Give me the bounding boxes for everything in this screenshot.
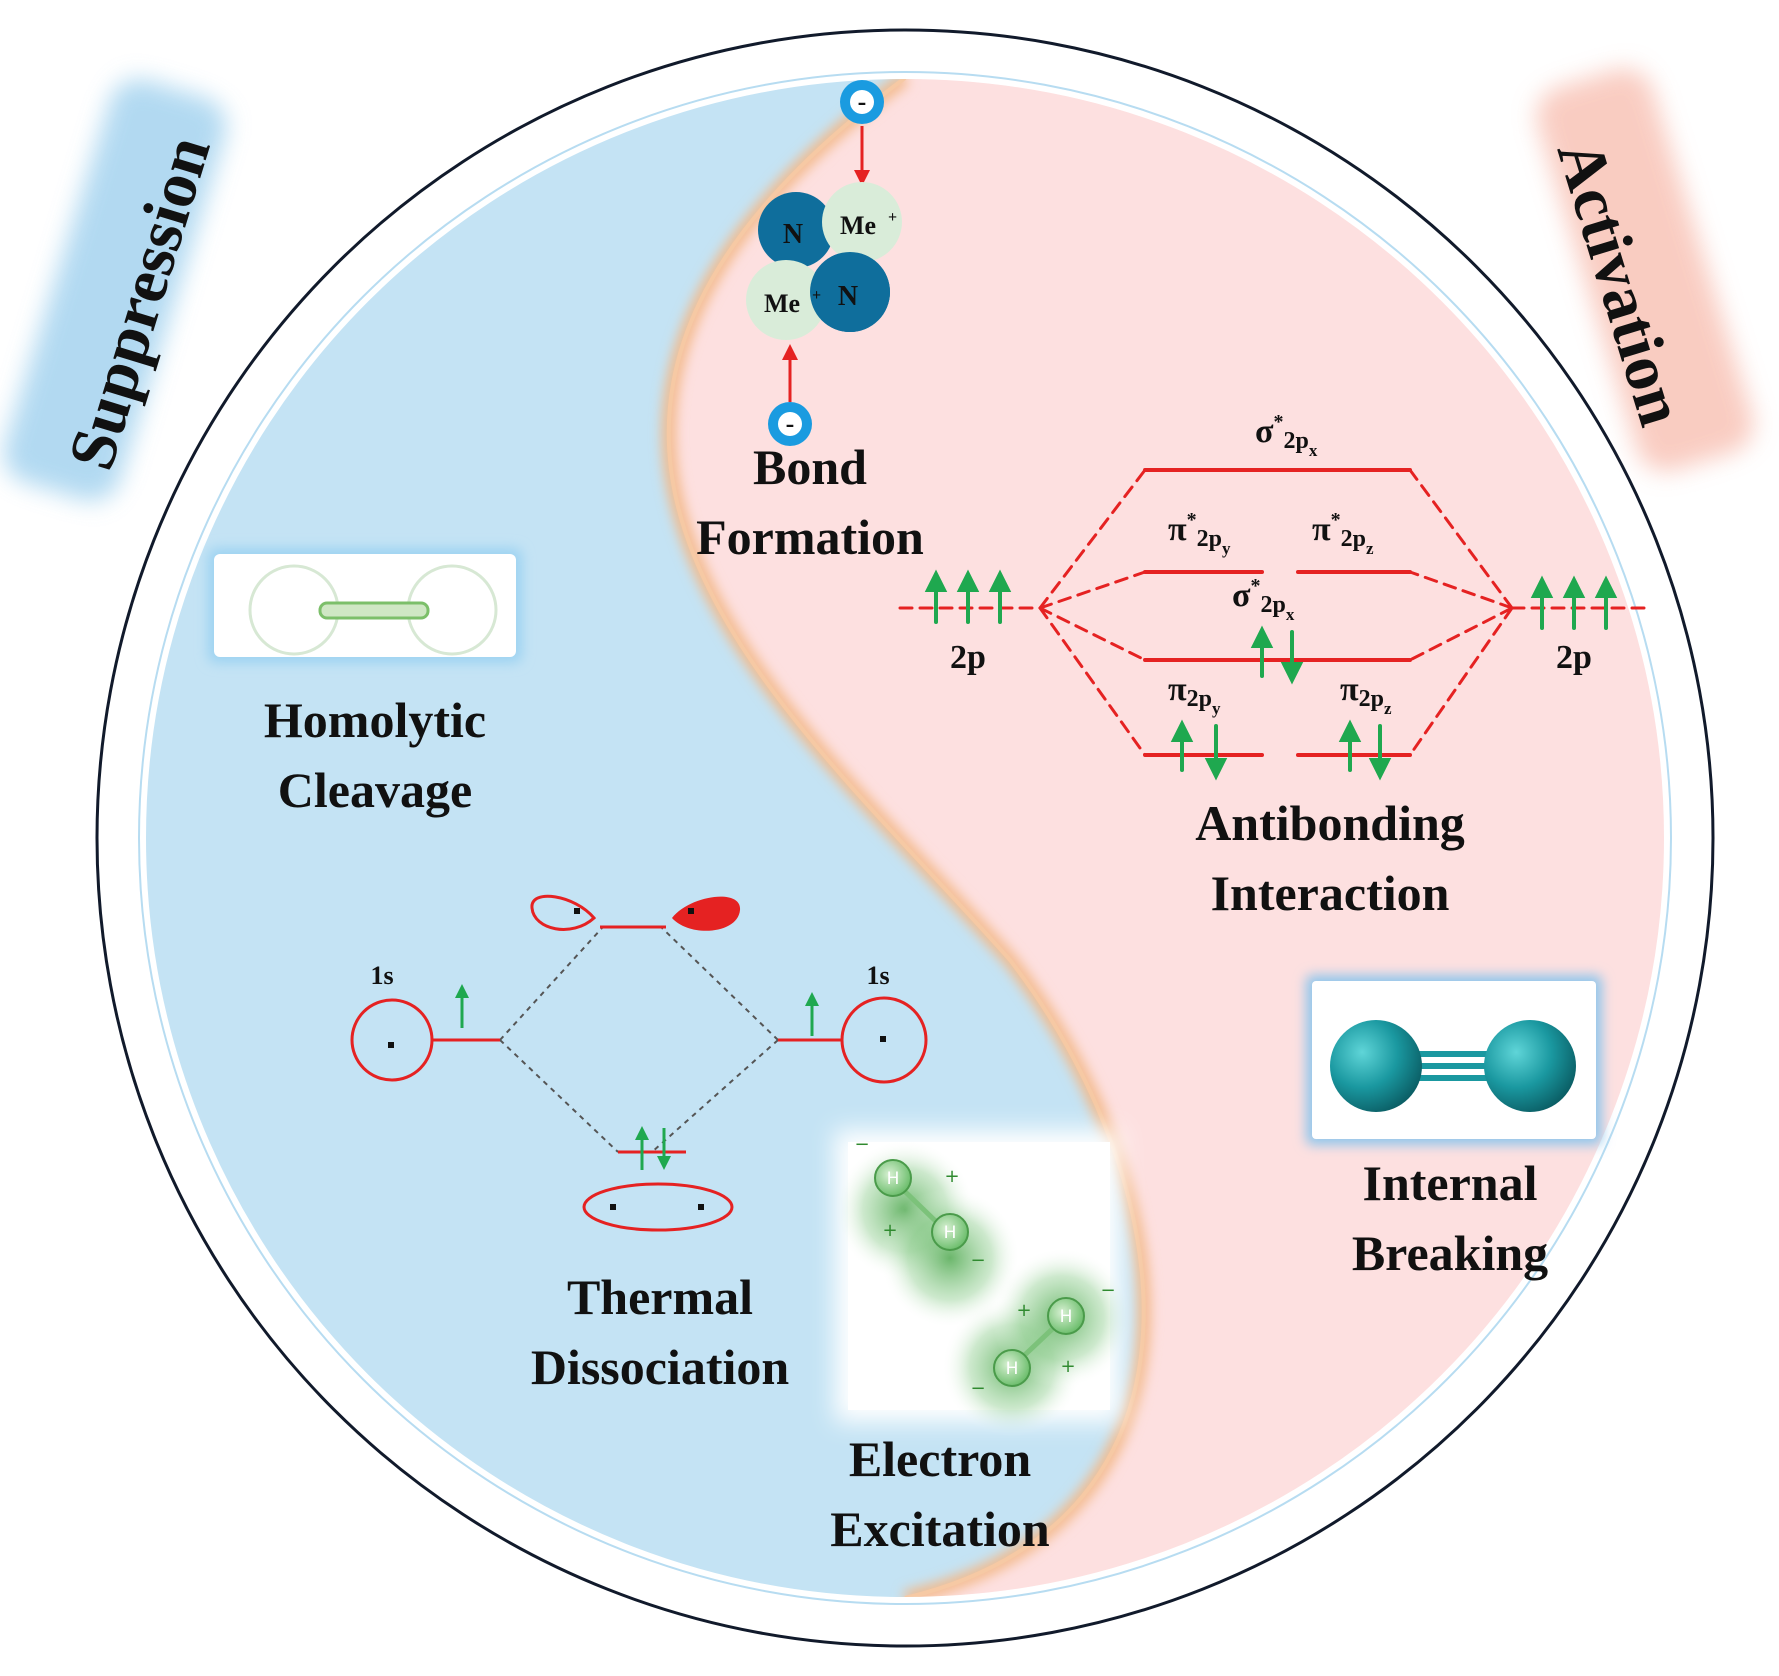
svg-text:H: H (1060, 1307, 1073, 1327)
svg-text:−: − (854, 1134, 869, 1155)
svg-text:N: N (838, 281, 858, 312)
svg-text:−: − (970, 1378, 985, 1399)
metal-ion-2 (746, 260, 826, 340)
homolytic-cleavage-label: Homolytic Cleavage (263, 692, 487, 818)
svg-text:2p: 2p (1556, 639, 1592, 676)
label-sigma-star: σ*2px (1255, 411, 1318, 460)
svg-text:+: + (888, 209, 897, 226)
activation-glow (1536, 68, 1754, 472)
svg-text:π2pz: π2pz (1340, 671, 1392, 718)
svg-text:π2py: π2py (1168, 671, 1221, 718)
label-pi-z: π2pz (1340, 671, 1392, 718)
activation-region (668, 78, 1665, 1598)
suppression-glow (3, 79, 227, 501)
svg-text:H: H (887, 1169, 900, 1189)
svg-text:H: H (944, 1223, 957, 1243)
svg-text:-: - (858, 87, 867, 116)
svg-text:+: + (1016, 1300, 1031, 1321)
svg-text:−: − (1100, 1280, 1115, 1301)
thermal-dissociation-label: Thermal Dissociation (530, 1269, 790, 1395)
n2-mo-diagram: 2p 2p σ*2px π*2py π*2pz σ*2px π2py π2pz (898, 411, 1652, 781)
atom-right (1484, 1020, 1576, 1112)
bond-formation-label: Bond Formation (696, 439, 924, 565)
metal-ion-1 (822, 182, 902, 262)
svg-text:1s: 1s (866, 961, 889, 990)
h2-mo-diagram: 1s 1s (350, 894, 928, 1232)
nitrogen-atom-1 (758, 192, 834, 268)
svg-text:π*2py: π*2py (1168, 509, 1231, 558)
electron-excitation-label: Electron Excitation (830, 1431, 1050, 1557)
svg-text:H: H (1006, 1359, 1019, 1379)
svg-text:−: − (970, 1250, 985, 1271)
internal-breaking-label: Internal Breaking (1351, 1155, 1549, 1281)
svg-text:Me: Me (840, 211, 876, 240)
antibonding-interaction-label: Antibonding Interaction (1195, 795, 1465, 921)
bond-formation-molecule: - N N Me + Me + - (746, 80, 902, 446)
electron-excitation-image: H H H H − + + − − + + − (835, 1130, 1132, 1437)
svg-text:Me: Me (764, 289, 800, 318)
label-pi-star-y: π*2py (1168, 509, 1231, 558)
homolytic-cleavage-image (208, 548, 522, 663)
svg-text:+: + (812, 287, 821, 304)
svg-text:+: + (1060, 1356, 1075, 1377)
svg-text:-: - (786, 409, 795, 438)
svg-text:+: + (944, 1166, 959, 1187)
svg-text:σ*2px: σ*2px (1232, 575, 1295, 624)
svg-text:+: + (882, 1220, 897, 1241)
svg-text:σ*2px: σ*2px (1255, 411, 1318, 460)
label-sigma: σ*2px (1232, 575, 1295, 624)
electron-arrows (924, 569, 1618, 781)
atom-left (1330, 1020, 1422, 1112)
label-pi-star-z: π*2pz (1312, 509, 1374, 558)
label-pi-y: π2py (1168, 671, 1221, 718)
svg-text:π*2pz: π*2pz (1312, 509, 1374, 558)
svg-text:2p: 2p (950, 639, 986, 676)
svg-text:N: N (783, 219, 803, 250)
svg-text:1s: 1s (370, 961, 393, 990)
internal-breaking-image (1306, 975, 1602, 1145)
